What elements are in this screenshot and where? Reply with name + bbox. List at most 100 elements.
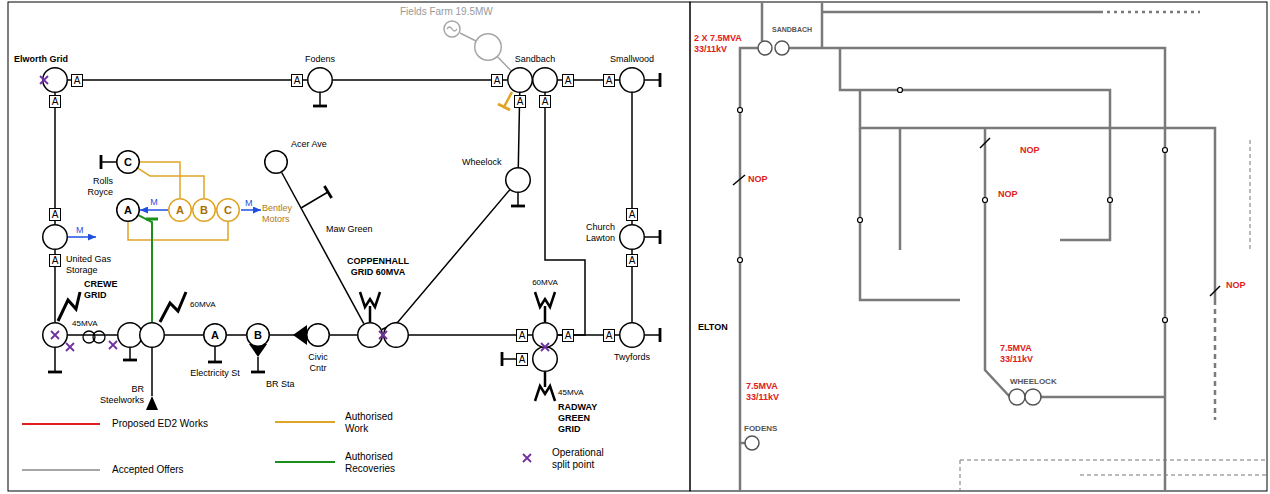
circuit-line: [140, 162, 180, 198]
load-bar: [313, 105, 327, 108]
breaker-label: A: [49, 95, 61, 108]
node-name: Wheelock: [462, 157, 502, 168]
breaker-label: A: [626, 208, 638, 221]
substation-name: WHEELOCK: [1010, 377, 1057, 387]
breaker-label: A: [71, 74, 83, 87]
network-route: [1041, 396, 1165, 399]
node-name: Twyfords: [607, 352, 657, 363]
substation-node: BBR Sta: [246, 323, 270, 347]
substation-outline: [506, 168, 531, 193]
substation-symbol: [619, 322, 645, 348]
split-point-mark: [541, 343, 549, 351]
node-name: Church Lawton: [579, 222, 615, 244]
legend-text: Operational split point: [552, 447, 624, 471]
panel-border: [8, 2, 690, 491]
substation-outline: [307, 324, 330, 347]
node-name: Elworth Grid: [14, 54, 68, 65]
substation-outline: [620, 323, 645, 348]
substation-wedge: [293, 325, 307, 345]
map-node: [858, 218, 863, 223]
legend-text: Accepted Offers: [112, 464, 184, 476]
split-point-mark: [66, 343, 74, 351]
substation-outline: [217, 199, 240, 222]
network-route: [761, 3, 764, 41]
load-stem: [645, 236, 660, 238]
node-name: BR Sta: [266, 379, 295, 390]
substation-symbol: [264, 150, 288, 174]
load-stem: [129, 348, 131, 360]
load-bar: [48, 371, 62, 374]
network-route: [789, 48, 1165, 491]
network-route: [860, 128, 960, 300]
earthing-symbol: [504, 92, 512, 107]
load-bar: [123, 359, 137, 362]
breaker-label: A: [514, 95, 526, 108]
substation-node: RADWAY GREEN GRID: [532, 322, 558, 348]
substation-node: C: [216, 198, 240, 222]
breaker-label: A: [562, 329, 574, 342]
circuit-line: [138, 168, 204, 198]
substation-outline: [358, 323, 383, 348]
motor-label: M: [245, 198, 253, 209]
generator-symbol: [447, 27, 457, 31]
split-point-mark: [40, 76, 48, 84]
node-name: Sandbach: [507, 54, 563, 65]
substation-outline: [308, 68, 333, 93]
substation-outline: [508, 68, 533, 93]
node-letter: B: [192, 198, 216, 222]
circuit-line: [165, 334, 203, 336]
motor-arrow: [68, 236, 96, 238]
nop-marker: [1210, 286, 1220, 296]
node-name: Acer Ave: [291, 139, 327, 150]
load-stem: [257, 357, 259, 372]
transformer-symbol: [93, 331, 105, 343]
substation-outline: [169, 199, 192, 222]
load-bar: [511, 205, 525, 208]
load-name: Maw Green: [326, 224, 373, 235]
substation-node: Rolls RoyceA: [116, 198, 140, 222]
breaker-label: A: [562, 74, 574, 87]
load-stem: [54, 348, 56, 372]
substation-symbol: [357, 322, 383, 348]
substation-outline: [43, 68, 68, 93]
substation-twin: [533, 347, 558, 372]
nop-label: NOP: [998, 189, 1018, 200]
substation-outline: [247, 324, 270, 347]
node-letter: C: [216, 198, 240, 222]
substation-node: Acer Ave: [264, 150, 288, 174]
node-letter: A: [203, 323, 227, 347]
node-name: CREWE GRID: [84, 279, 124, 301]
substation-node: Twyfords: [619, 322, 645, 348]
circuit-line: [140, 209, 168, 211]
substation-outline: [265, 151, 288, 174]
split-point-mark: [379, 331, 387, 339]
breaker-label: A: [49, 208, 61, 221]
substation-outline: [193, 199, 216, 222]
substation-outline: [533, 323, 558, 348]
network-route: [822, 11, 1100, 14]
substation-node: Fodens: [307, 67, 333, 93]
load-stem: [502, 358, 516, 360]
substation-node: Civic Cntr: [306, 323, 330, 347]
generator-symbol: [444, 21, 460, 37]
legend-text: Authorised Recoveries: [345, 451, 407, 475]
breaker-label: A: [516, 329, 528, 342]
rating-label: 7.5MVA 33/11kV: [1000, 343, 1048, 365]
rating-label: 60MVA: [190, 300, 216, 310]
node-letter: A: [168, 198, 192, 222]
substation-symbol: [474, 33, 502, 61]
substation-node: BR Steelworks: [139, 322, 165, 348]
breaker-label: A: [603, 74, 615, 87]
legend-text: Proposed ED2 Works: [112, 418, 208, 430]
circuit-line: [227, 334, 246, 336]
split-point-mark: [51, 331, 59, 339]
transformer-stem: [369, 306, 372, 322]
network-route: [1214, 300, 1217, 420]
load-stem: [645, 334, 660, 336]
node-name: Fodens: [295, 54, 345, 65]
map-substation: [1025, 389, 1041, 405]
node-letter: B: [246, 323, 270, 347]
substation-symbol: [306, 323, 330, 347]
transformer-stem: [544, 306, 547, 322]
substation-node: Church Lawton: [619, 224, 645, 250]
